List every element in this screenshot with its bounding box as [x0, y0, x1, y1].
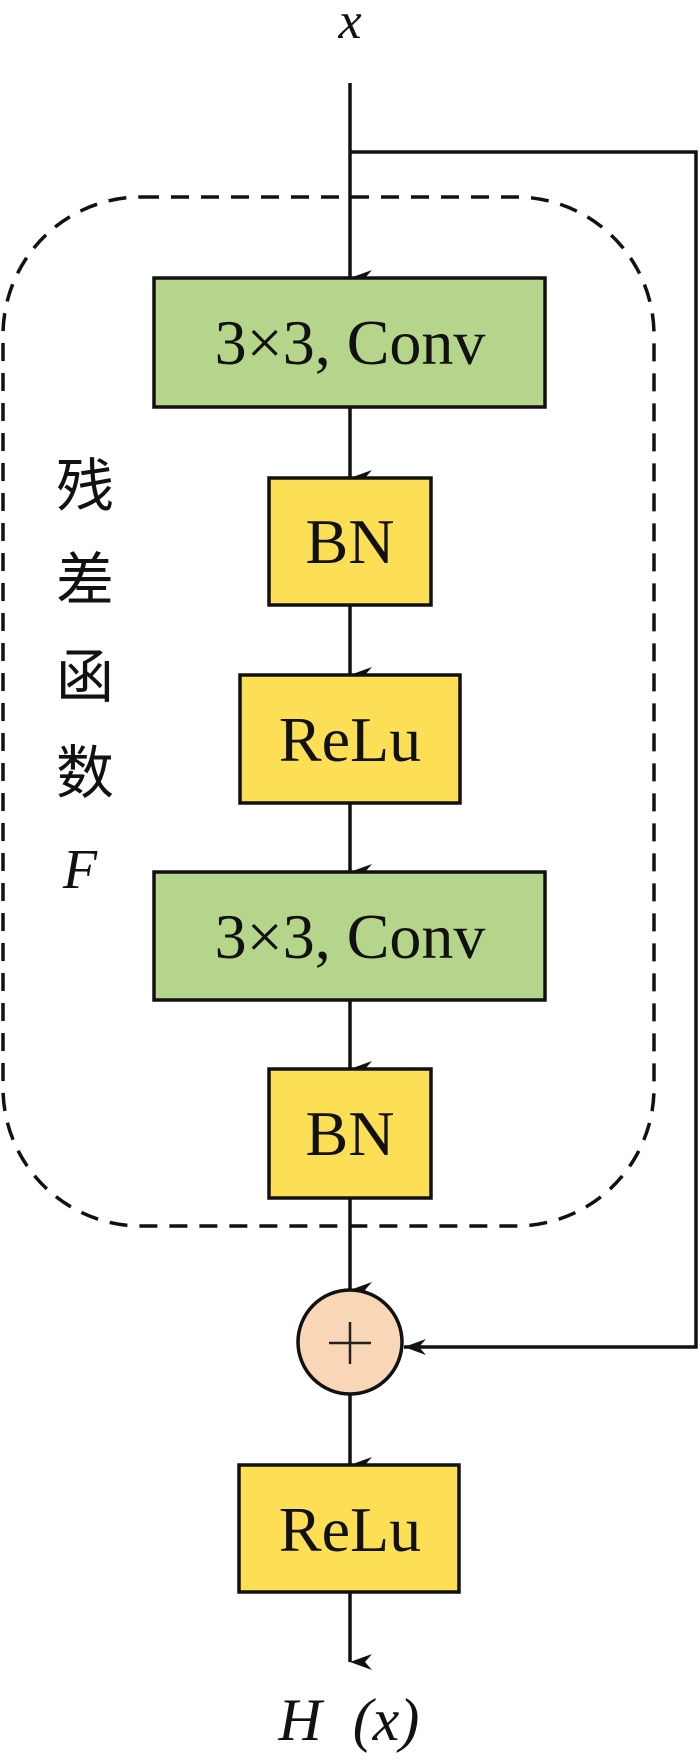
group-label-char: 函	[56, 643, 114, 711]
output-label-arg-text: (x)	[353, 1687, 420, 1753]
relu2-label: ReLu	[279, 1494, 421, 1565]
relu2-box	[237, 1463, 461, 1594]
node-relu2: ReLu	[237, 1463, 461, 1594]
output-label: H (x)	[277, 1687, 419, 1753]
node-conv2: 3×3, Conv	[152, 870, 547, 1002]
group-label-char: 差	[56, 546, 114, 614]
input-label-x: x	[337, 0, 361, 50]
node-conv1: 3×3, Conv	[152, 276, 547, 409]
conv1-box	[152, 276, 547, 409]
conv1-label: 3×3, Conv	[215, 307, 486, 378]
bn2-label: BN	[306, 1098, 395, 1169]
output-label-arg: (x)	[353, 1687, 420, 1753]
conv2-box	[152, 870, 547, 1002]
skip-connection-line	[350, 150, 698, 1355]
residual-function-group-border	[1, 195, 656, 1228]
node-add	[296, 1288, 404, 1396]
output-label-func: H	[277, 1687, 325, 1753]
relu1-box	[238, 673, 462, 805]
bn1-label: BN	[306, 506, 395, 577]
bn1-box	[267, 476, 433, 607]
bn2-box	[267, 1067, 433, 1200]
relu1-label: ReLu	[279, 704, 421, 775]
node-relu1: ReLu	[238, 673, 462, 805]
node-bn1: BN	[267, 476, 433, 607]
plus-icon	[329, 1322, 371, 1364]
node-bn2: BN	[267, 1067, 433, 1200]
group-label-char: 残	[56, 452, 114, 520]
group-label-symbol-f: F	[62, 839, 98, 901]
residual-function-label: 残 差 函 数 F	[56, 452, 114, 901]
group-label-char: 数	[56, 739, 114, 807]
conv2-label: 3×3, Conv	[215, 901, 486, 972]
